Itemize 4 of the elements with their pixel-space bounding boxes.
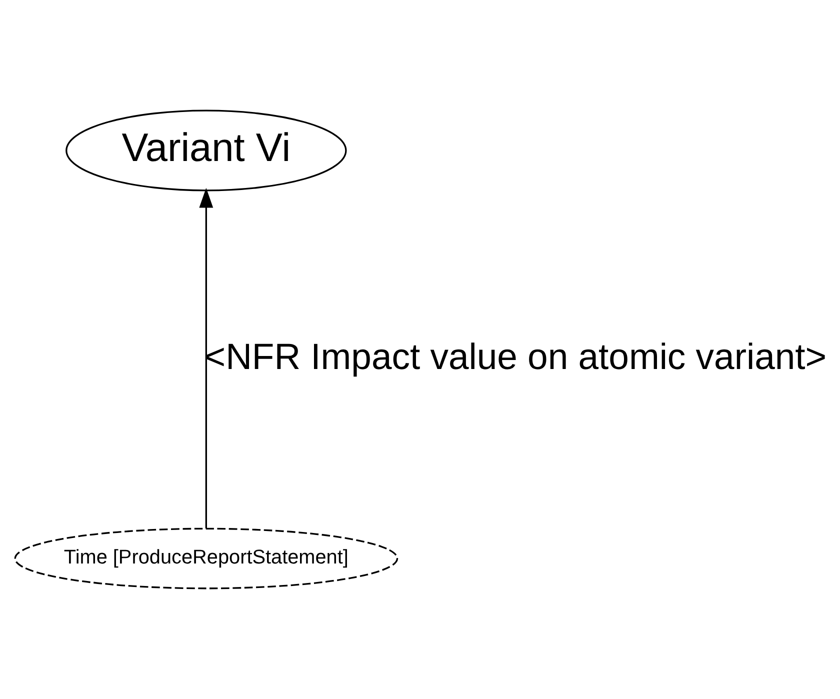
edge-label: <NFR Impact value on atomic variant> (204, 336, 827, 377)
node-ellipse: Time [ProduceReportStatement] (14, 528, 398, 590)
node-ellipse: Variant Vi (66, 110, 347, 192)
arrow (199, 188, 214, 528)
